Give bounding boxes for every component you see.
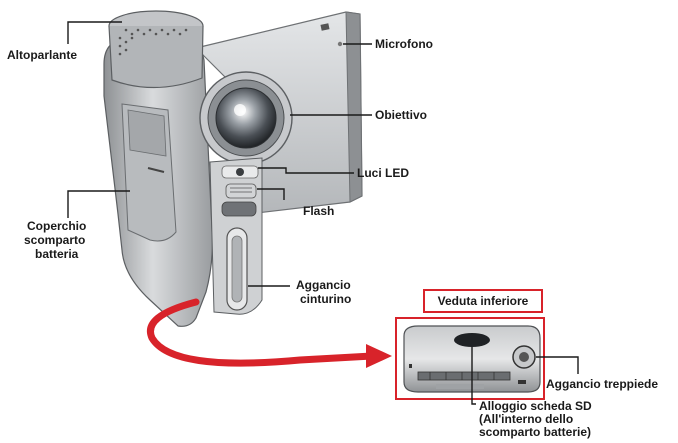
curved-red-arrow <box>147 298 392 368</box>
label-obiettivo: Obiettivo <box>375 108 428 122</box>
label-flash: Flash <box>303 204 335 218</box>
label-coperchio-line2: scomparto <box>24 233 86 247</box>
label-coperchio-line3: batteria <box>35 247 79 261</box>
bottom-view-title: Veduta inferiore <box>423 289 543 313</box>
label-aggancio-cinturino-line2: cinturino <box>300 292 352 306</box>
label-alloggio-sd-line3: scomparto batterie) <box>479 425 592 439</box>
label-microfono: Microfono <box>375 37 433 51</box>
label-alloggio-sd-line1: Alloggio scheda SD <box>479 399 592 413</box>
leader-lines <box>67 21 579 405</box>
label-aggancio-cinturino-line1: Aggancio <box>296 278 351 292</box>
label-alloggio-sd-line2: (All'interno dello <box>479 412 574 426</box>
label-altoparlante: Altoparlante <box>7 48 78 62</box>
label-luci-led: Luci LED <box>357 166 410 180</box>
camcorder-illustration <box>103 10 363 327</box>
label-aggancio-treppiede: Aggancio treppiede <box>546 377 659 391</box>
label-coperchio-line1: Coperchio <box>27 219 87 233</box>
